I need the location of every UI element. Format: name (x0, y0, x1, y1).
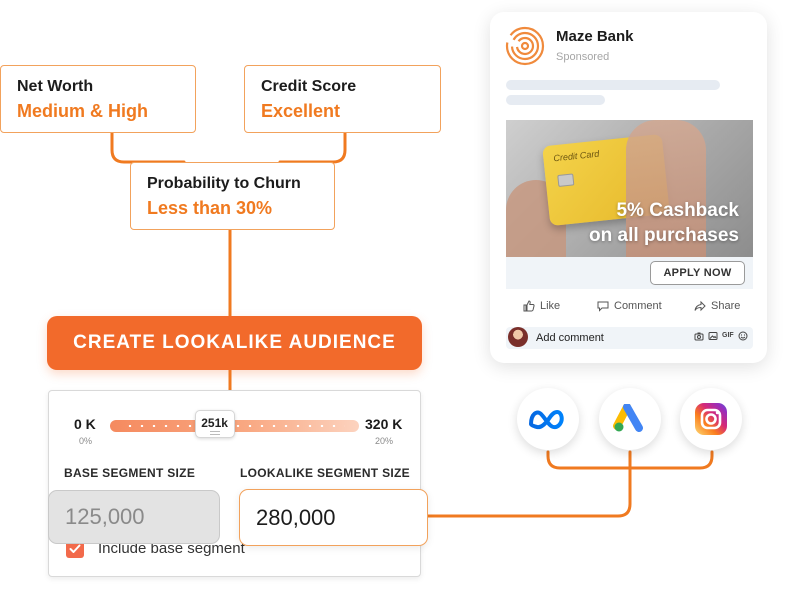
comment-tools: GIF (694, 331, 748, 341)
add-comment-placeholder: Add comment (536, 332, 604, 344)
lookalike-segment-input[interactable]: 280,000 (239, 489, 428, 546)
lookalike-segment-label: LOOKALIKE SEGMENT SIZE (240, 466, 410, 480)
churn-value: Less than 30% (147, 198, 273, 218)
ad-text-skeleton-2 (506, 95, 605, 105)
create-lookalike-audience-button[interactable]: CREATE LOOKALIKE AUDIENCE (47, 316, 422, 370)
add-comment-bar[interactable] (506, 327, 753, 349)
segment-size-slider-thumb[interactable]: 251k (194, 410, 235, 438)
promo-line-1: 5% Cashback (616, 200, 739, 221)
apply-now-button[interactable]: APPLY NOW (650, 261, 745, 285)
share-label: Share (711, 300, 741, 312)
share-button[interactable]: Share (694, 300, 740, 312)
image-icon[interactable] (708, 331, 718, 341)
credit-score-value: Excellent (261, 101, 341, 121)
camera-icon[interactable] (694, 331, 704, 341)
hand-image (626, 120, 706, 257)
google-ads-icon (613, 404, 643, 432)
ad-image: Credit Card 5% Cashback on all purchases (506, 120, 753, 257)
ad-text-skeleton-1 (506, 80, 720, 90)
instagram-platform-button[interactable] (680, 388, 742, 450)
like-label: Like (540, 300, 561, 312)
grip-icon (209, 431, 220, 435)
ad-sponsored-label: Sponsored (556, 51, 610, 63)
card-chip-icon (557, 173, 575, 188)
include-base-label: Include base segment (98, 540, 245, 557)
base-segment-input[interactable]: 125,000 (48, 490, 220, 544)
credit-score-title: Credit Score (261, 78, 357, 95)
gif-icon[interactable]: GIF (722, 332, 734, 339)
credit-score-box: Credit Score Excellent (244, 65, 441, 133)
share-icon (694, 300, 706, 312)
promo-line-2: on all purchases (589, 225, 739, 246)
include-base-checkbox[interactable] (66, 540, 84, 558)
check-icon (69, 544, 81, 553)
ad-promo-text: 5% Cashback on all purchases (589, 198, 739, 248)
net-worth-box: Net Worth Medium & High (0, 65, 196, 133)
range-min-pct: 0% (79, 436, 93, 446)
maze-bank-logo-icon (505, 26, 545, 66)
meta-platform-button[interactable] (517, 388, 579, 450)
comment-button[interactable]: Comment (597, 300, 662, 312)
range-min-label: 0 K (74, 416, 96, 432)
meta-icon (529, 410, 564, 430)
google-ads-platform-button[interactable] (599, 388, 661, 450)
slider-thumb-label: 251k (201, 416, 228, 430)
range-max-label: 320 K (365, 416, 403, 432)
range-max-pct: 20% (375, 436, 394, 446)
credit-card-text: Credit Card (552, 148, 600, 164)
comment-icon (597, 301, 609, 312)
emoji-icon[interactable] (738, 331, 748, 341)
base-segment-label: BASE SEGMENT SIZE (64, 466, 196, 480)
comment-label: Comment (614, 300, 662, 312)
thumbs-up-icon (523, 300, 535, 312)
instagram-icon (695, 403, 727, 435)
churn-title: Probability to Churn (147, 175, 301, 192)
ad-brand-name: Maze Bank (556, 28, 634, 45)
churn-box: Probability to Churn Less than 30% (130, 162, 335, 230)
net-worth-value: Medium & High (17, 101, 148, 121)
avatar (508, 327, 528, 347)
net-worth-title: Net Worth (17, 78, 94, 95)
like-button[interactable]: Like (523, 300, 560, 312)
